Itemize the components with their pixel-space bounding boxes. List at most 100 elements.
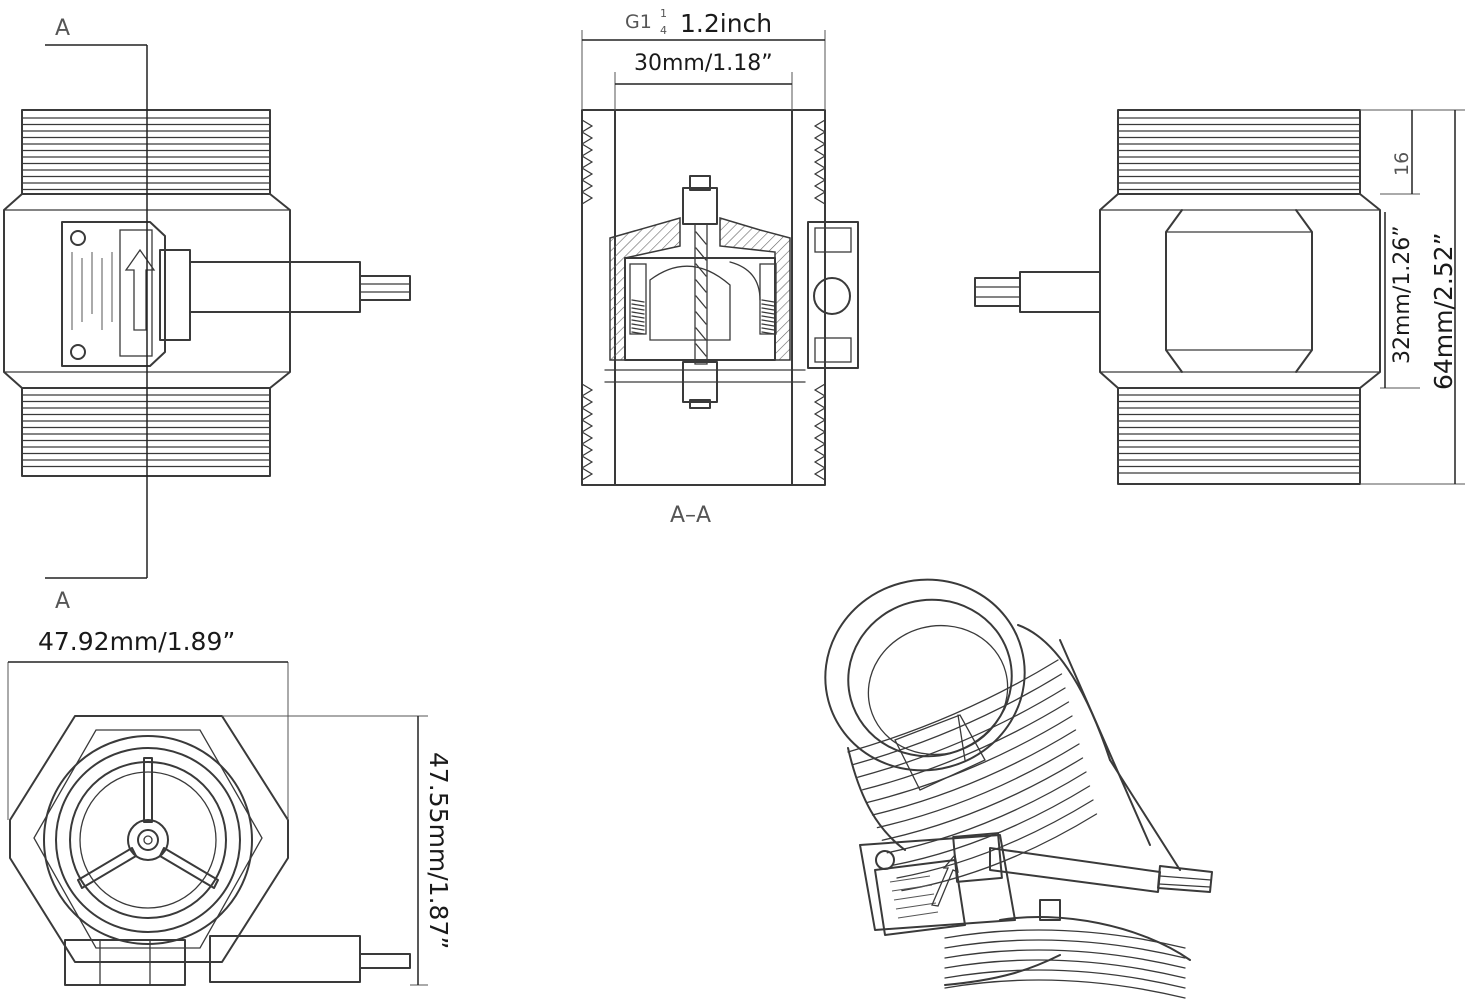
end-cable [64,935,411,986]
thread-line [944,949,1186,969]
thread-line [891,884,933,892]
thread-line [897,911,939,919]
impeller-spokes [77,757,219,889]
thread-line [761,307,775,311]
thread-line [889,875,931,883]
thread-line [893,893,935,901]
thread-line [944,959,1186,979]
side-cable [974,271,1101,313]
side-dimensions: 64mm/2.52” 32mm/1.26” 16 [1360,109,1465,485]
side-view: 64mm/2.52” 32mm/1.26” 16 [974,109,1465,485]
thread-line [896,799,1094,879]
thread-line [581,473,593,481]
thread-spec-den: 4 [660,24,667,37]
thread-line [814,167,826,175]
thread-line [581,155,593,163]
thread-line [761,327,775,331]
thread-line [581,143,593,151]
thread-line [944,979,1186,999]
thread-line [814,137,826,145]
thread-line [814,419,826,427]
thread-line [581,125,593,133]
iso-flow-arrow-icon [931,853,959,907]
thread-line [631,331,645,335]
thread-line [814,461,826,469]
thread-line [581,119,593,127]
end-dimensions: 47.92mm/1.89” 47.55mm/1.87” [7,627,453,986]
thread-line [581,443,593,451]
section-view: G1 1 4 1.2inch 30mm/1.18” A–A [581,7,859,528]
thread-line [814,473,826,481]
iso-sensor-module [859,832,1213,936]
thread-line [631,311,645,315]
thread-line [814,179,826,187]
thread-line [814,191,826,199]
sensor-side-housing [807,221,859,369]
thread-line [581,389,593,397]
section-view-label: A–A [670,503,711,528]
thread-line [761,315,775,319]
thread-line [581,449,593,457]
thread-line [581,431,593,439]
thread-line [761,323,775,327]
thread-line [761,299,775,303]
thread-line [581,395,593,403]
thread-line [581,437,593,445]
thread-line [944,939,1186,959]
thread-line [581,185,593,193]
thread-line [814,383,826,391]
thread-line [814,119,826,127]
thread-line [581,149,593,157]
end-hex-outline [9,715,289,963]
thread-line [876,743,1080,829]
thread-line [814,155,826,163]
section-marker-bottom: A [55,589,70,614]
dim-bore-length: 30mm/1.18” [634,51,773,76]
thread-line [814,431,826,439]
front-cable [189,261,411,313]
thread-line [581,467,593,475]
isometric-view [824,578,1213,999]
thread-line [631,299,645,303]
thread-line [581,425,593,433]
thread-line [814,443,826,451]
thread-line [814,389,826,397]
thread-line [814,173,826,181]
thread-line [871,729,1077,816]
thread-line [814,401,826,409]
thread-line [631,307,645,311]
dim-thread-length: 1.2inch [680,9,772,38]
front-label-plate [61,221,191,367]
thread-line [581,461,593,469]
thread-spec-prefix: G1 [625,11,652,33]
thread-line [814,149,826,157]
thread-line [814,413,826,421]
dim-total-width: 47.92mm/1.89” [38,627,235,656]
thread-line [581,167,593,175]
front-upper-thread [21,109,271,195]
thread-line [944,969,1186,989]
thread-line [881,757,1084,841]
thread-line [581,413,593,421]
thread-line [866,715,1073,804]
thread-line [814,143,826,151]
thread-spec-num: 1 [660,7,667,20]
thread-line [944,929,1186,949]
front-lower-thread [21,387,271,477]
thread-line [814,455,826,463]
thread-line [814,131,826,139]
section-cut-line: A A [45,16,148,614]
thread-line [631,315,645,319]
dim-total-length: 64mm/2.52” [1429,232,1458,390]
thread-line [631,327,645,331]
thread-line [814,197,826,205]
thread-line [631,323,645,327]
impeller-housing [609,216,791,361]
dim-total-height: 47.55mm/1.87” [424,752,453,949]
thread-line [814,161,826,169]
iso-outer-rim [824,578,1026,772]
side-hex-body [1099,193,1381,389]
thread-line [814,395,826,403]
thread-line [814,407,826,415]
